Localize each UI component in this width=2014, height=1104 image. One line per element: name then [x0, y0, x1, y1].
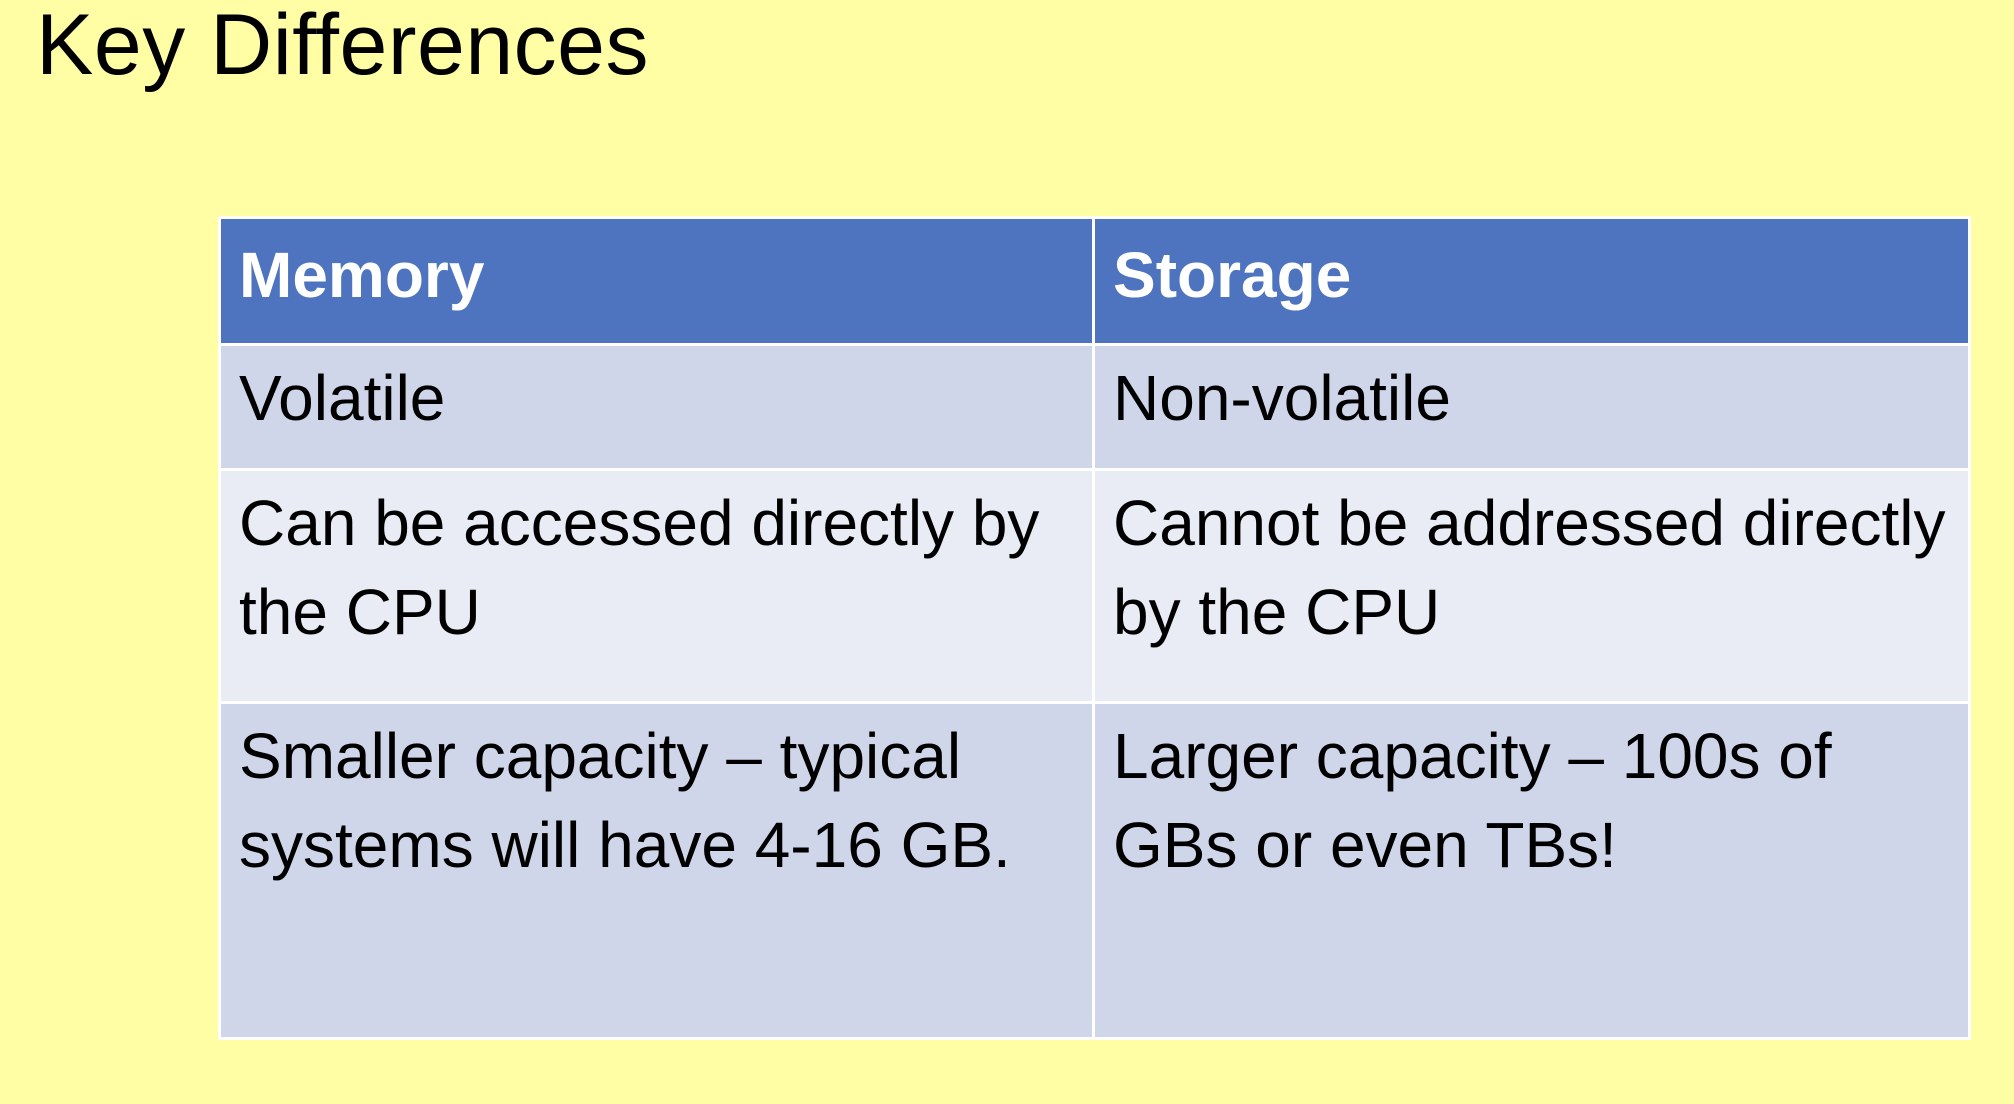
memory-cell-capacity: Smaller capacity – typical systems will … [218, 701, 1095, 1040]
table-header-row: Memory Storage [218, 216, 1971, 346]
memory-cell-volatility: Volatile [218, 343, 1095, 471]
storage-cell-access: Cannot be addressed directly by the CPU [1092, 468, 1971, 704]
table-row: Smaller capacity – typical systems will … [218, 701, 1971, 1040]
memory-cell-access: Can be accessed directly by the CPU [218, 468, 1095, 704]
storage-cell-capacity: Larger capacity – 100s of GBs or even TB… [1092, 701, 1971, 1040]
table-row: Volatile Non-volatile [218, 343, 1971, 471]
slide-title: Key Differences [36, 0, 649, 93]
column-header-storage: Storage [1092, 216, 1971, 346]
comparison-table: Memory Storage Volatile Non-volatile Can… [218, 216, 1971, 1040]
storage-cell-volatility: Non-volatile [1092, 343, 1971, 471]
column-header-memory: Memory [218, 216, 1095, 346]
table-row: Can be accessed directly by the CPU Cann… [218, 468, 1971, 704]
